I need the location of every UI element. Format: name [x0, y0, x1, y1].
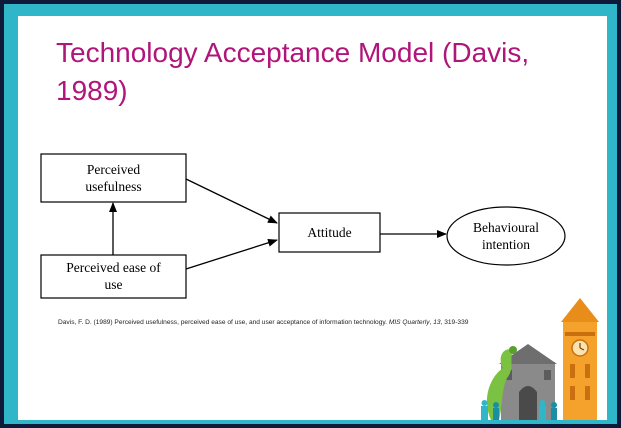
node-attitude: Attitude — [278, 212, 381, 253]
citation-pages: , 319-339 — [440, 319, 469, 326]
citation-separator: , — [429, 319, 434, 326]
node-perceived-ease-of-use: Perceived ease of use — [40, 254, 187, 299]
slide-title: Technology Acceptance Model (Davis, 1989… — [56, 37, 530, 106]
tam-diagram: Perceived usefulness Perceived ease of u… — [40, 153, 566, 299]
node-perceived-usefulness: Perceived usefulness — [40, 153, 187, 203]
slide: Technology Acceptance Model (Davis, 1989… — [18, 16, 607, 420]
crowd-icon — [481, 400, 557, 420]
green-figure-icon — [486, 346, 517, 420]
citation-journal: MIS Quarterly — [388, 319, 430, 326]
node-behavioural-intention-line1: Behavioural — [473, 220, 539, 235]
edge-ease-to-attitude — [185, 238, 278, 270]
citation: Davis, F. D. (1989) Perceived usefulness… — [58, 319, 468, 326]
edge-usefulness-to-attitude — [185, 178, 278, 224]
citation-authors-title: Davis, F. D. (1989) Perceived usefulness… — [58, 319, 389, 326]
citation-volume: 13 — [433, 319, 441, 326]
clock-tower-icon — [561, 298, 599, 420]
node-perceived-ease-line1: Perceived ease of — [66, 260, 161, 275]
node-perceived-usefulness-line2: usefulness — [85, 179, 141, 194]
node-attitude-label: Attitude — [307, 225, 351, 240]
node-behavioural-intention: Behavioural intention — [446, 206, 566, 266]
node-behavioural-intention-line2: intention — [482, 237, 530, 252]
campus-illustration — [481, 298, 599, 420]
node-perceived-ease-line2: use — [105, 277, 123, 292]
node-perceived-usefulness-line1: Perceived — [87, 162, 140, 177]
